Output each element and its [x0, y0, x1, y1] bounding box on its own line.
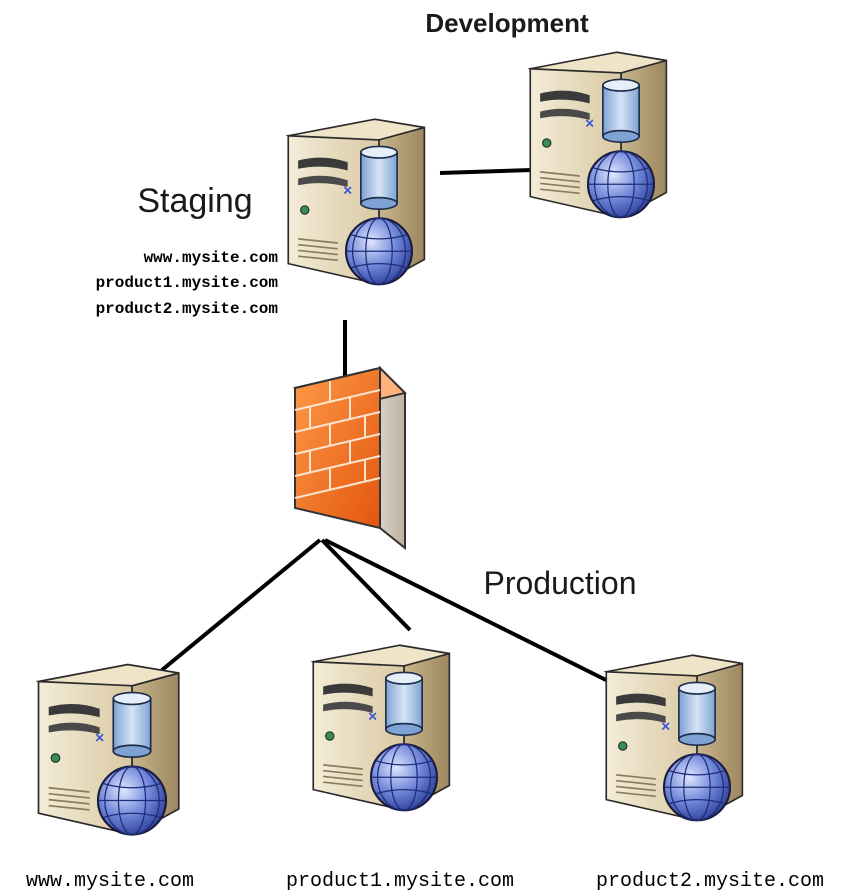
staging-server-icon: [287, 118, 426, 286]
connections: [160, 168, 611, 684]
link-firewall-product1: [320, 538, 412, 632]
staging-host-product1: product1.mysite.com: [96, 274, 279, 292]
link-staging-development: [439, 168, 533, 175]
production-server-product1-icon: [312, 644, 451, 812]
staging-host-product2: product2.mysite.com: [96, 300, 279, 318]
staging-host-list: www.mysite.com product1.mysite.com produ…: [96, 249, 279, 318]
firewall-icon: [294, 367, 406, 549]
production-host-product1: product1.mysite.com: [286, 870, 514, 890]
production-host-www: www.mysite.com: [26, 870, 194, 890]
development-server-icon: [529, 51, 668, 219]
staging-host-www: www.mysite.com: [144, 249, 279, 267]
link-firewall-product2: [324, 538, 611, 684]
link-firewall-www: [160, 538, 322, 672]
staging-label: Staging: [137, 182, 252, 220]
production-host-product2: product2.mysite.com: [596, 870, 824, 890]
production-server-www-icon: [37, 663, 180, 836]
development-label: Development: [425, 8, 589, 38]
production-server-product2-icon: [605, 654, 744, 822]
production-label: Production: [484, 565, 637, 601]
